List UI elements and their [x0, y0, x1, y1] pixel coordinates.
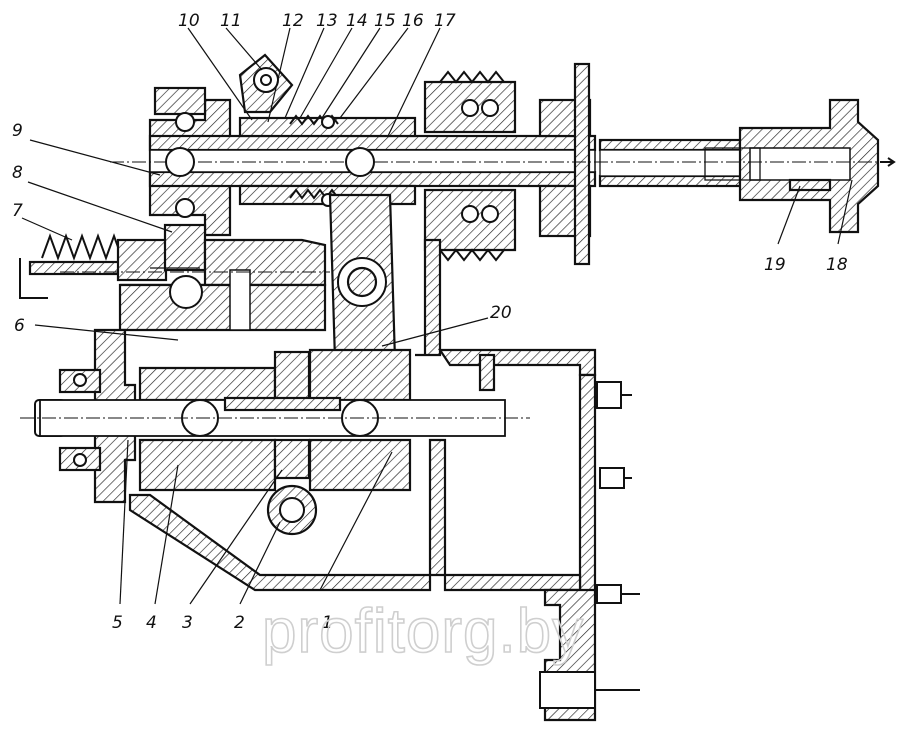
callout-20: 20 — [490, 303, 512, 323]
callout-7: 7 — [12, 201, 23, 221]
lower-shaft-assembly — [20, 238, 640, 722]
callout-6: 6 — [14, 316, 25, 336]
callout-16: 16 — [402, 11, 424, 31]
callout-11: 11 — [220, 11, 242, 31]
callout-10: 10 — [178, 11, 200, 31]
callout-1: 1 — [322, 613, 333, 633]
callout-18: 18 — [826, 255, 848, 275]
watermark-text: profitorg.by — [262, 597, 584, 666]
callouts: 1 2 3 4 5 6 7 8 9 10 11 12 13 14 15 16 1… — [12, 11, 853, 633]
callout-13: 13 — [316, 11, 338, 31]
callout-12: 12 — [282, 11, 304, 31]
callout-3: 3 — [182, 613, 193, 633]
callout-2: 2 — [234, 613, 245, 633]
callout-15: 15 — [374, 11, 396, 31]
spindle-assembly — [110, 53, 896, 362]
callout-14: 14 — [346, 11, 368, 31]
callout-8: 8 — [12, 163, 23, 183]
callout-5: 5 — [112, 613, 123, 633]
callout-9: 9 — [12, 121, 23, 141]
callout-4: 4 — [146, 613, 157, 633]
callout-19: 19 — [764, 255, 786, 275]
callout-17: 17 — [434, 11, 456, 31]
spring-rail-assembly — [19, 223, 330, 332]
